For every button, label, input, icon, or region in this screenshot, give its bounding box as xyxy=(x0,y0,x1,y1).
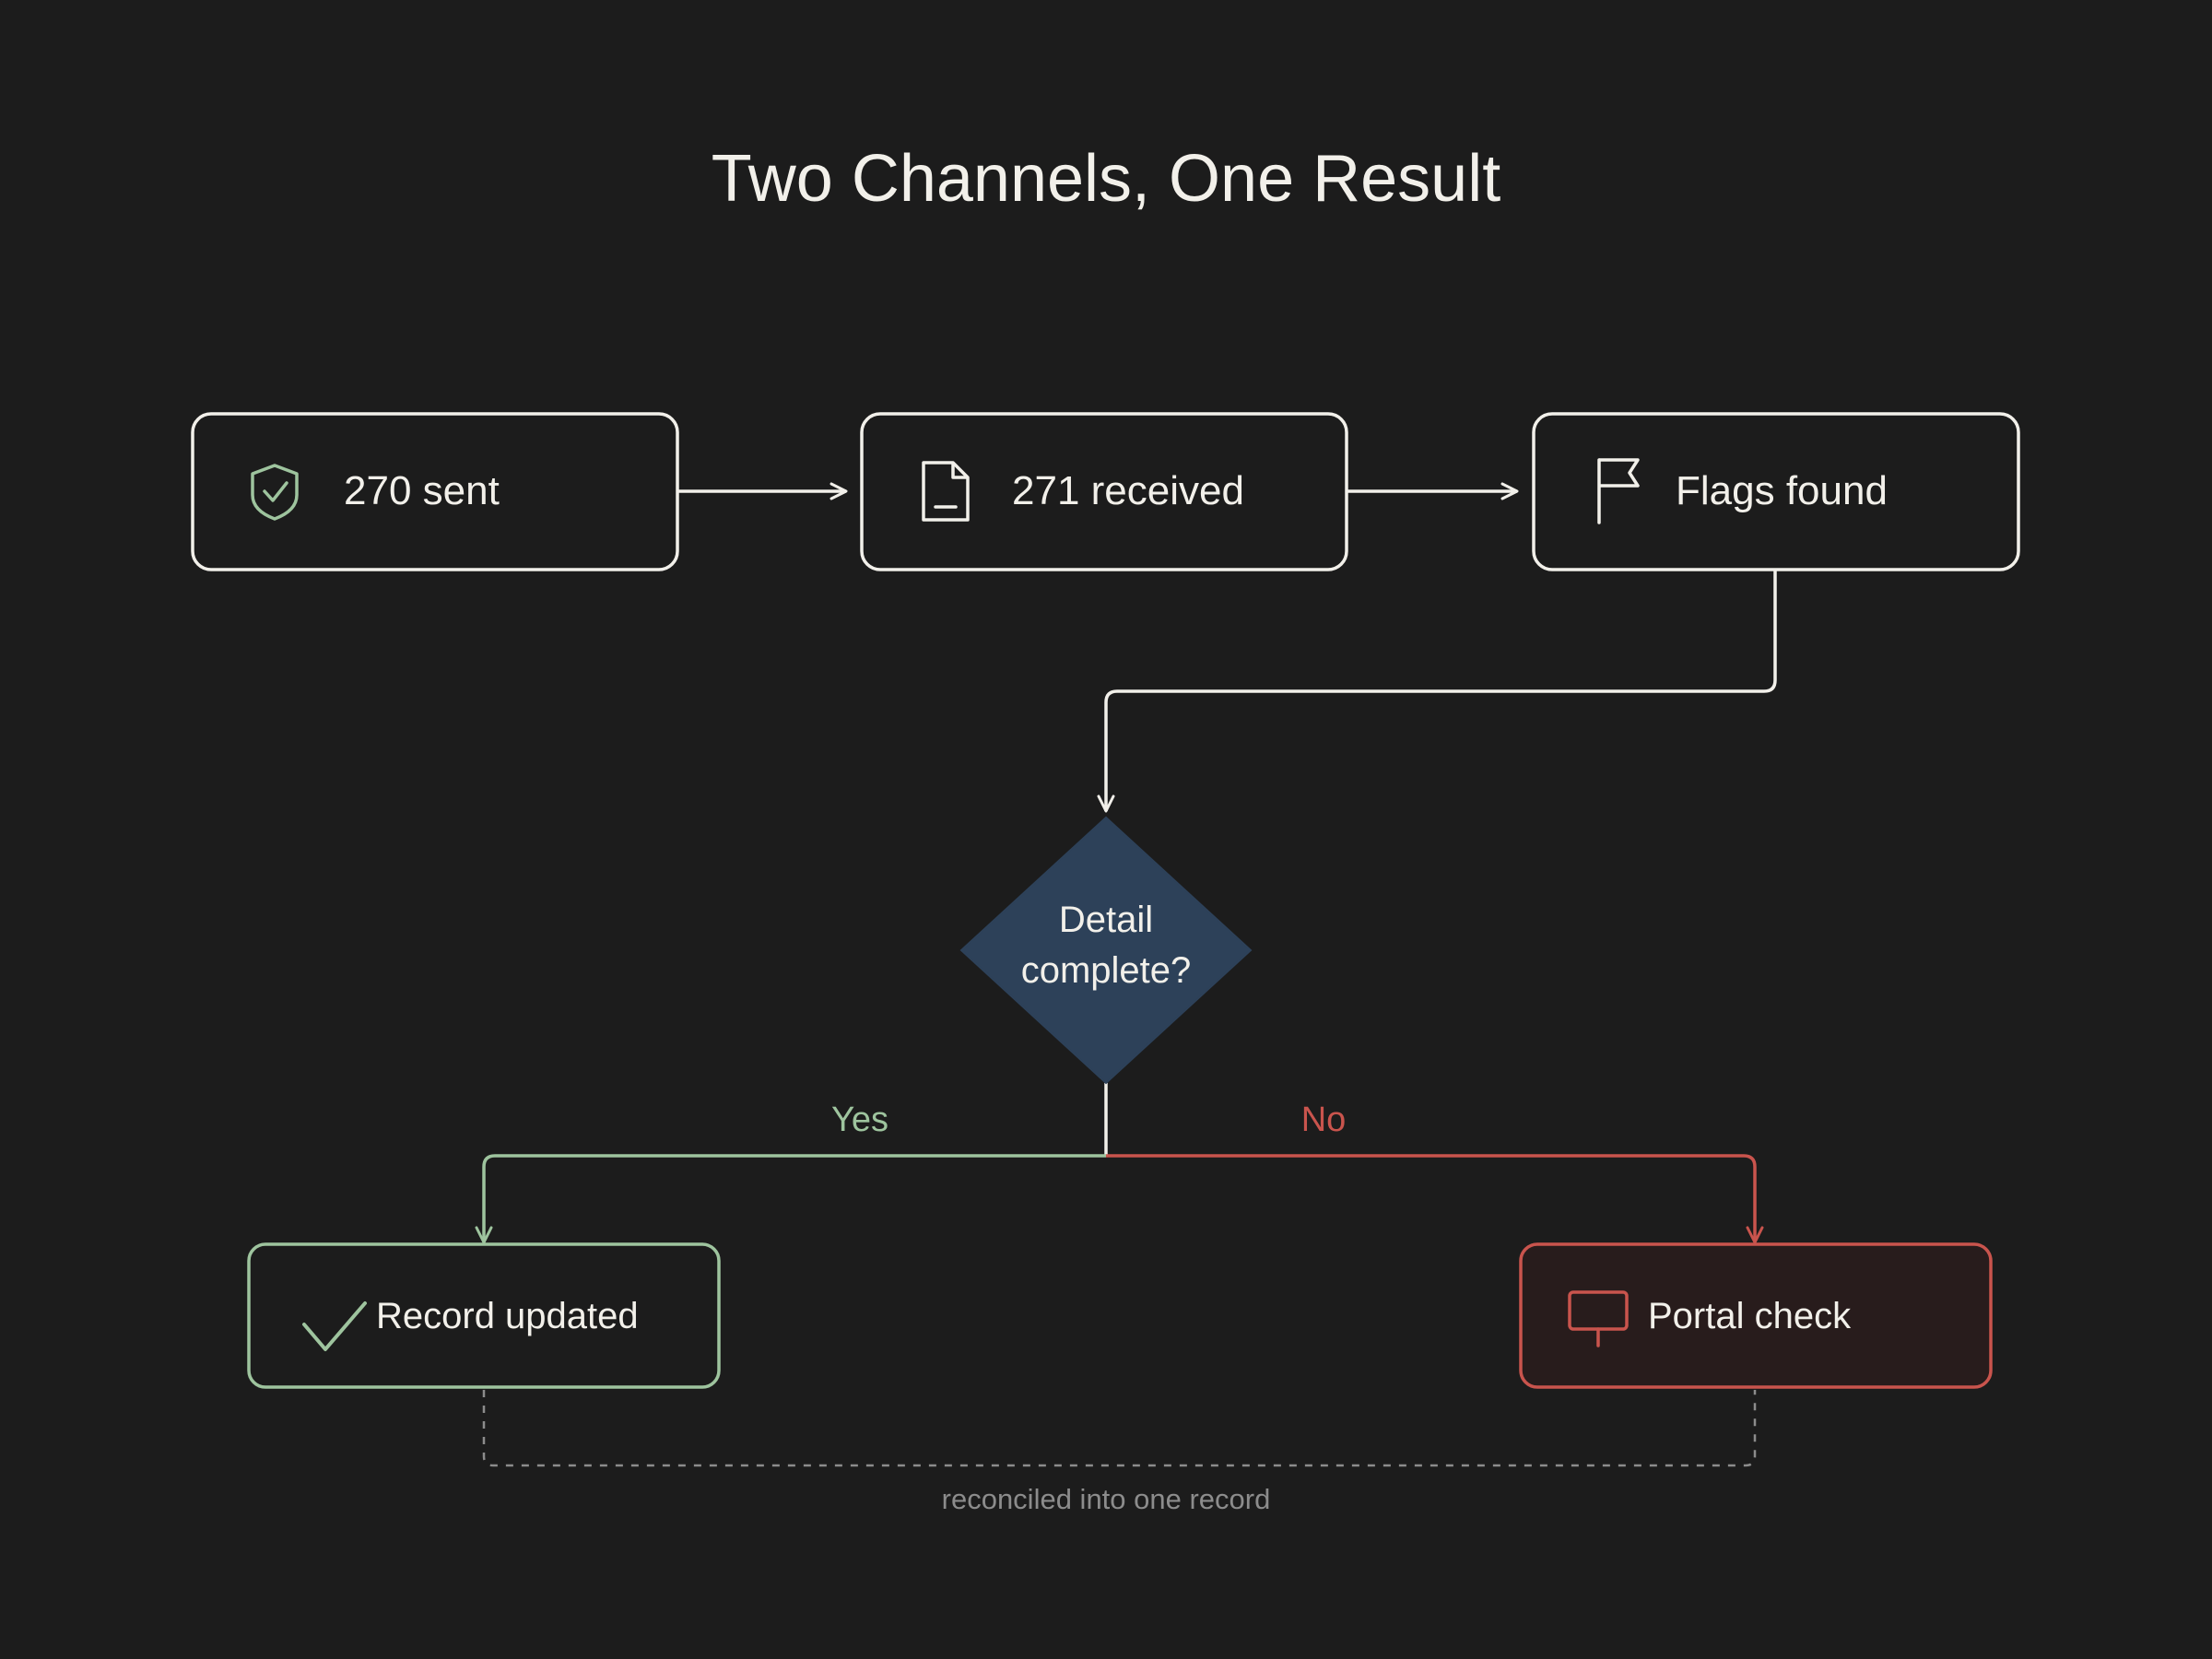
node-record-updated: Record updated xyxy=(247,1242,721,1389)
reconcile-note: reconciled into one record xyxy=(942,1483,1271,1515)
flag-icon xyxy=(1597,458,1640,524)
shield-check-icon xyxy=(251,464,299,521)
node-flags-found: Flags found xyxy=(1532,412,2020,571)
connector-yes-branch xyxy=(475,1154,1106,1244)
no-label: No xyxy=(1301,1100,1347,1139)
diagram-title: Two Channels, One Result xyxy=(712,142,1500,216)
connector-no-branch xyxy=(1106,1154,1764,1244)
check-icon xyxy=(302,1301,367,1351)
node-270-sent-label: 270 sent xyxy=(344,468,500,513)
decision-node: Detail complete? xyxy=(959,816,1253,1085)
monitor-icon xyxy=(1568,1290,1629,1347)
node-271-received: 271 received xyxy=(860,412,1348,571)
reconcile-bracket xyxy=(482,1390,1757,1467)
yes-label: Yes xyxy=(831,1100,888,1139)
node-portal-check-label: Portal check xyxy=(1648,1296,1852,1336)
decision-label-line1: Detail xyxy=(1059,900,1153,940)
node-270-sent: 270 sent xyxy=(191,412,679,571)
document-icon xyxy=(922,461,970,522)
decision-label-line2: complete? xyxy=(1021,950,1192,991)
node-portal-check: Portal check xyxy=(1519,1242,1993,1389)
node-flags-found-label: Flags found xyxy=(1676,468,1888,513)
node-271-received-label: 271 received xyxy=(1012,468,1244,513)
node-record-updated-label: Record updated xyxy=(376,1296,639,1336)
connector-flags-to-decision xyxy=(1097,571,1777,813)
